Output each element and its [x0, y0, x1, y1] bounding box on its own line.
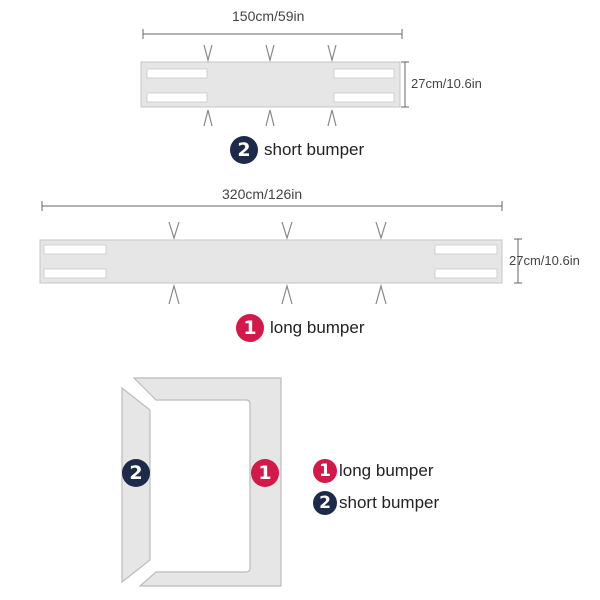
short-bumper-name: short bumper — [264, 140, 365, 159]
layout-left-number-badge: 2 — [122, 459, 150, 487]
short-bumper-drawing — [140, 29, 409, 127]
long-bumper-height-label: 27cm/10.6in — [509, 253, 580, 268]
long-bumper-panel — [39, 239, 503, 284]
legend-short-name: short bumper — [339, 493, 440, 512]
short-bumper-number-badge: 2 — [230, 136, 258, 164]
long-bumper-u-shape — [132, 377, 282, 587]
layout-right-number-badge: 1 — [251, 459, 279, 487]
long-bumper-width-label: 320cm/126in — [222, 186, 303, 202]
short-bumper-height-label: 27cm/10.6in — [411, 76, 482, 91]
short-bumper-caption: 2 short bumper — [230, 136, 364, 164]
crib-layout-drawing — [121, 377, 282, 587]
long-bumper-caption: 1 long bumper — [236, 314, 365, 342]
short-bumper-width-label: 150cm/59in — [232, 8, 305, 24]
legend-item-long: 1 long bumper — [313, 459, 434, 483]
legend-item-short: 2 short bumper — [313, 491, 439, 515]
legend-short-number-badge: 2 — [313, 491, 337, 515]
legend-long-number-badge: 1 — [313, 459, 337, 483]
long-bumper-number-badge: 1 — [236, 314, 264, 342]
legend-long-name: long bumper — [339, 461, 434, 480]
long-bumper-drawing — [39, 201, 522, 305]
long-bumper-name: long bumper — [270, 318, 365, 337]
